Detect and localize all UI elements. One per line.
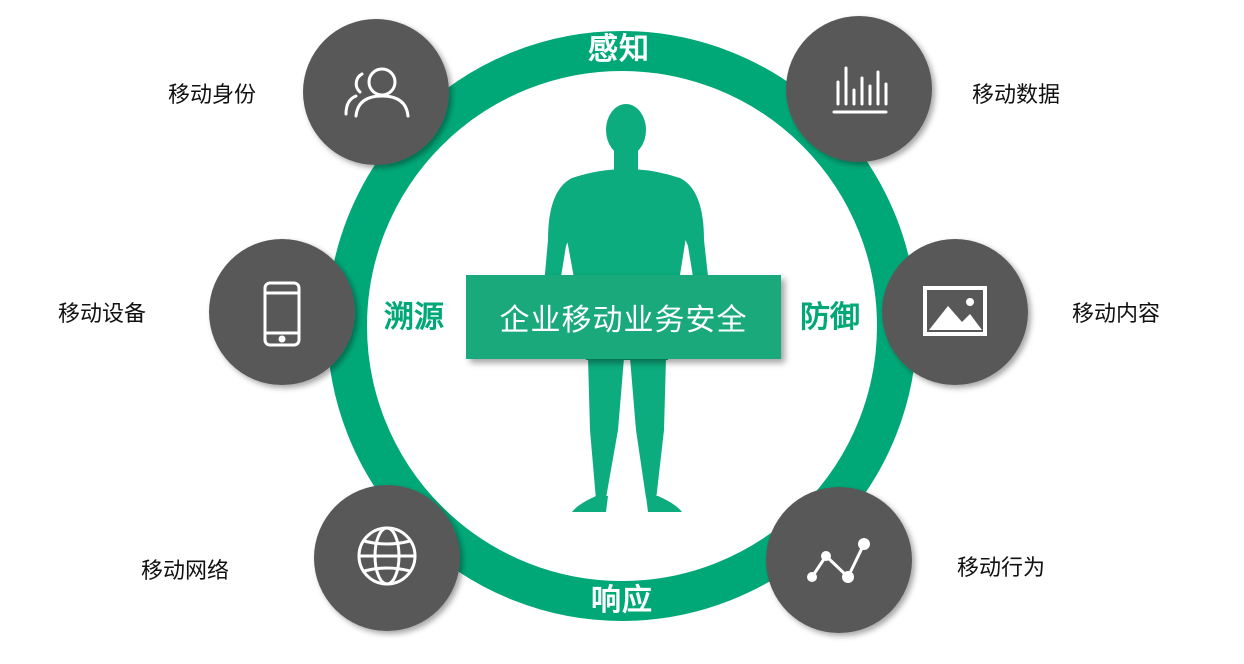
globe-icon bbox=[357, 526, 417, 586]
image-icon bbox=[923, 286, 987, 336]
line-trend-icon bbox=[807, 538, 870, 583]
ring-label-top: 感知 bbox=[588, 32, 650, 67]
users-icon bbox=[344, 67, 410, 118]
node-label-identity: 移动身份 bbox=[168, 83, 257, 108]
node-label-behavior: 移动行为 bbox=[957, 556, 1046, 581]
center-title: 企业移动业务安全 bbox=[499, 303, 748, 338]
bar-chart-icon bbox=[832, 66, 888, 114]
ring-label-bottom: 响应 bbox=[591, 583, 653, 618]
ring-label-right: 防御 bbox=[800, 300, 860, 335]
node-circle-device bbox=[209, 239, 355, 385]
smartphone-icon bbox=[263, 281, 301, 347]
node-label-content: 移动内容 bbox=[1072, 302, 1161, 327]
node-circle-content bbox=[882, 239, 1028, 385]
center-title-box: 企业移动业务安全 bbox=[466, 275, 781, 359]
node-label-device: 移动设备 bbox=[58, 302, 147, 327]
node-circle-network bbox=[314, 485, 460, 631]
node-circle-data bbox=[786, 16, 932, 162]
node-label-network: 移动网络 bbox=[141, 559, 230, 584]
node-circle-behavior bbox=[766, 487, 912, 633]
node-label-data: 移动数据 bbox=[972, 83, 1061, 108]
ring-label-left: 溯源 bbox=[384, 300, 444, 335]
